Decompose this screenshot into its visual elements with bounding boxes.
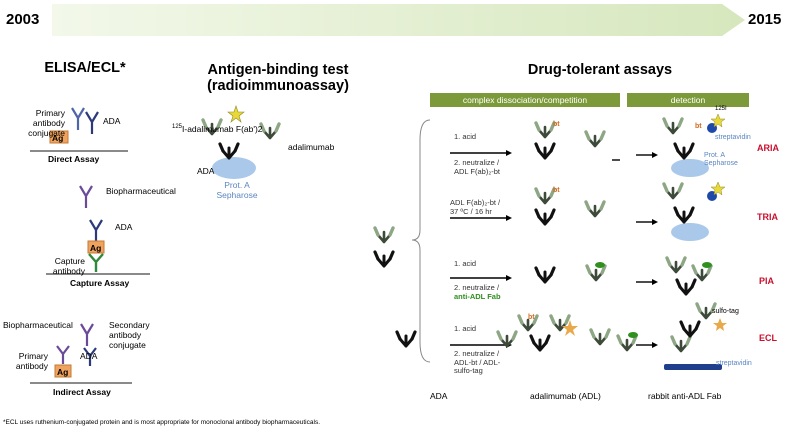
legend-adl: adalimumab (ADL)	[530, 391, 601, 401]
drug-tolerant-title: Drug-tolerant assays	[527, 62, 673, 78]
antigen-title-1: Antigen-binding test	[207, 62, 349, 78]
biopharm-label: Biopharmaceutical	[106, 186, 176, 196]
sulfotag-label: sulfo-tag	[712, 308, 739, 315]
legend-fab: rabbit anti-ADL Fab	[648, 391, 722, 401]
i125-label: 125I	[715, 106, 727, 112]
indirect-assay-label: Indirect Assay	[53, 387, 111, 397]
direct-assay-graphic	[30, 107, 128, 152]
aria-step-3: ADL F(ab)₂-bt	[454, 167, 500, 176]
direct-assay-label: Direct Assay	[48, 154, 100, 164]
bt-label-tria: bt	[553, 187, 560, 194]
start-year: 2003	[6, 11, 40, 28]
timeline-arrow	[52, 4, 745, 36]
bt-label-aria: bt	[553, 121, 560, 128]
ecl-step-4: sulfo-tag	[454, 366, 483, 375]
legend-ada: ADA	[430, 391, 448, 401]
ag-label-direct: Ag	[52, 133, 64, 143]
tria-step-2: 37 ºC / 16 hr	[450, 207, 492, 216]
panel-header-dissociation: complex dissociation/competition	[430, 93, 620, 107]
ecl-label: ECL	[759, 333, 777, 343]
streptavidin-ecl-label: streptavidin	[716, 360, 752, 367]
footnote: *ECL uses ruthenium-conjugated protein a…	[3, 419, 320, 426]
ada-label-capture: ADA	[115, 222, 133, 232]
pia-step-1: 1. acid	[454, 259, 477, 268]
bt-label-ecl: bt	[528, 314, 535, 321]
pia-label: PIA	[759, 276, 775, 286]
antigen-title-2: (radioimmunoassay)	[207, 78, 349, 94]
aria-label: ARIA	[757, 143, 779, 153]
ecl-step-1: 1. acid	[454, 324, 477, 333]
ria-graphic	[201, 105, 281, 179]
ria-ada-label: ADA	[197, 166, 215, 176]
tria-step-1: ADL F(ab)₂-bt /	[450, 198, 501, 207]
end-year: 2015	[748, 11, 782, 28]
aria-step-1: 1. acid	[454, 132, 477, 141]
aria-step-2: 2. neutralize /	[454, 158, 500, 167]
ecl-step-3: ADL-bt / ADL-	[454, 358, 501, 367]
legend-icons	[395, 330, 638, 352]
ag-label-capture: Ag	[90, 243, 102, 253]
indirect-assay-graphic	[30, 323, 132, 384]
ecl-step-2: 2. neutralize /	[454, 349, 500, 358]
elisa-title: ELISA/ECL*	[44, 60, 126, 76]
pia-step-3: anti-ADL Fab	[454, 292, 501, 301]
ada-label-indirect: ADA	[80, 351, 98, 361]
bt-label-detect: bt	[695, 123, 702, 130]
biopharm-label-2: Biopharmaceutical	[3, 320, 73, 330]
panel-header-detection: detection	[627, 93, 749, 107]
input-complex-graphic	[373, 226, 395, 268]
bracket	[411, 119, 431, 363]
ag-label-indirect: Ag	[57, 367, 69, 377]
streptavidin-label: streptavidin	[715, 134, 751, 141]
row-molecules	[450, 113, 727, 370]
capture-assay-graphic	[46, 185, 150, 275]
tria-label: TRIA	[757, 212, 778, 222]
adalimumab-label: adalimumab	[288, 142, 335, 152]
tracer-label: 125I-adalimumab F(ab')2	[172, 123, 263, 134]
pia-step-2: 2. neutralize /	[454, 283, 500, 292]
capture-assay-label: Capture Assay	[70, 278, 130, 288]
ada-label-direct: ADA	[103, 116, 121, 126]
